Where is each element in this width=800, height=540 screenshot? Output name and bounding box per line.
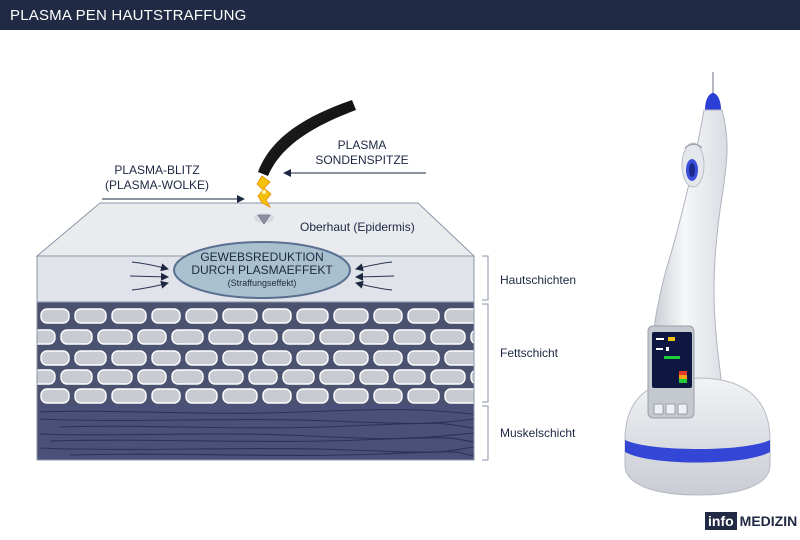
muscle-layer-label: Muskelschicht — [500, 426, 576, 440]
fat-cell — [319, 369, 355, 385]
fat-cell — [60, 369, 93, 385]
compression-arrows-right — [355, 261, 395, 291]
fat-cell — [262, 350, 292, 366]
fat-cell — [40, 350, 70, 366]
brand-logo-medizin: MEDIZIN — [739, 513, 798, 529]
fat-cell — [248, 329, 278, 345]
fat-cell — [74, 308, 107, 324]
epidermis-label: Oberhaut (Epidermis) — [300, 220, 415, 234]
fat-cell — [282, 329, 315, 345]
brand-logo-info: info — [705, 512, 737, 530]
fat-cell — [248, 369, 278, 385]
plasma-pen-device — [624, 72, 771, 496]
fat-cell — [40, 308, 70, 324]
fat-cell — [151, 350, 181, 366]
fat-cell — [359, 329, 389, 345]
fat-cell — [137, 369, 167, 385]
tissue-reduction-label: GEWEBSREDUKTION DURCH PLASMAEFFEKT (Stra… — [182, 251, 342, 290]
plasma-flash-icon — [256, 175, 272, 208]
fat-cell — [282, 369, 315, 385]
probe-needle — [258, 100, 356, 176]
fat-cell — [333, 308, 369, 324]
probe-tip-label: PLASMA SONDENSPITZE — [302, 138, 422, 168]
fat-cell — [74, 388, 107, 404]
fat-cell — [296, 350, 329, 366]
layer-brackets — [482, 255, 489, 461]
fat-cell — [470, 330, 474, 344]
fat-cell — [137, 329, 167, 345]
fat-cell — [111, 308, 147, 324]
fat-cell — [222, 308, 258, 324]
fat-cell — [37, 369, 56, 385]
plasma-flash-label-line1: PLASMA-BLITZ — [114, 163, 200, 177]
fat-cell — [262, 308, 292, 324]
fat-cell — [359, 369, 389, 385]
fat-cell — [373, 388, 403, 404]
fat-cell — [37, 329, 56, 345]
fat-cell — [208, 369, 244, 385]
fat-cell — [262, 388, 292, 404]
fat-cell — [393, 369, 426, 385]
fat-layer-label: Fettschicht — [500, 346, 559, 360]
fat-cell — [296, 308, 329, 324]
fat-cell — [111, 388, 147, 404]
fat-cell — [171, 369, 204, 385]
fat-cell — [407, 388, 440, 404]
fat-cell — [333, 350, 369, 366]
plasma-flash-label-line2: (PLASMA-WOLKE) — [104, 178, 209, 192]
fat-cell — [97, 369, 133, 385]
fat-cell — [319, 329, 355, 345]
fat-cell — [296, 388, 329, 404]
fat-cell — [97, 329, 133, 345]
fat-cell — [185, 308, 218, 324]
fat-cell — [60, 329, 93, 345]
fat-cell — [470, 370, 474, 384]
tissue-reduction-line3: (Straffungseffekt) — [227, 278, 297, 288]
fat-cell — [222, 350, 258, 366]
muscle-layer — [37, 404, 474, 460]
page-title: PLASMA PEN HAUTSTRAFFUNG — [10, 7, 247, 24]
tissue-reduction-ellipse — [173, 241, 351, 299]
header-bar: PLASMA PEN HAUTSTRAFFUNG — [0, 0, 800, 30]
fat-cell — [333, 388, 369, 404]
fat-cell — [407, 308, 440, 324]
fat-layer — [37, 302, 474, 404]
fat-cell — [222, 388, 258, 404]
fat-cell — [111, 350, 147, 366]
fat-cell — [393, 329, 426, 345]
plasma-flash-label: PLASMA-BLITZ (PLASMA-WOLKE) — [92, 163, 222, 193]
fat-cell — [373, 308, 403, 324]
fat-cell — [430, 369, 466, 385]
fat-cell — [74, 350, 107, 366]
fat-cell — [185, 350, 218, 366]
fat-cell — [444, 308, 474, 324]
fat-cell — [151, 308, 181, 324]
brand-logo: info MEDIZIN — [705, 512, 797, 530]
compression-arrows-left — [129, 261, 169, 291]
fat-cell — [40, 388, 70, 404]
probe-tip-label-line1: PLASMA — [337, 138, 387, 152]
fat-cell — [407, 350, 440, 366]
fat-cell — [171, 329, 204, 345]
fat-cell — [444, 350, 474, 366]
tissue-reduction-line1: GEWEBSREDUKTION — [200, 250, 324, 264]
fat-cell — [151, 388, 181, 404]
fat-cell — [185, 388, 218, 404]
fat-cell — [373, 350, 403, 366]
fat-cell — [430, 329, 466, 345]
impact-point-icon — [254, 213, 274, 225]
tissue-reduction-line2: DURCH PLASMAEFFEKT — [191, 263, 333, 277]
skin-layers-label: Hautschichten — [500, 273, 577, 287]
probe-tip-label-line2: SONDENSPITZE — [315, 153, 409, 167]
fat-cell — [444, 388, 474, 404]
fat-cell — [208, 329, 244, 345]
